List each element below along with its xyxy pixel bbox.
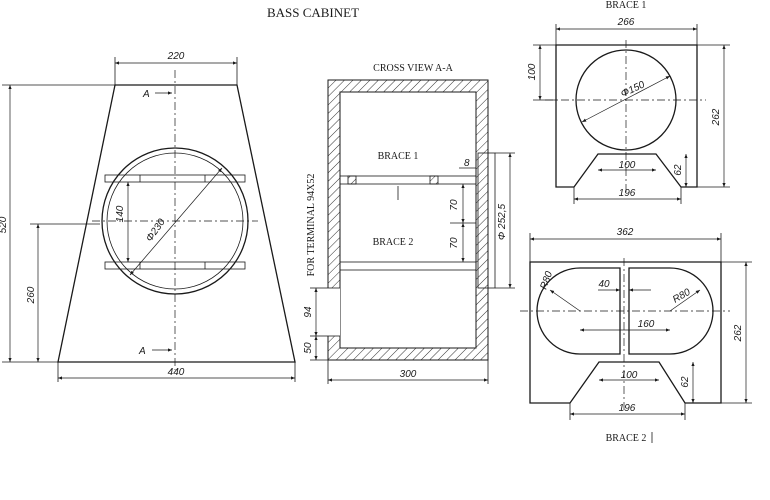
terminal-label: FOR TERMINAL 94X52 [306,174,317,277]
brace-1-slot-height: 62 [673,164,684,176]
cross-d94: 94 [303,306,314,318]
brace-2-radius-left: R80 [538,270,555,291]
front-center-height: 260 [26,286,37,304]
cross-brace-2 [339,261,477,271]
brace-1-title: BRACE 1 [606,0,647,11]
front-bottom-width: 440 [168,367,185,378]
front-brace-spacing: 140 [115,205,126,222]
brace-1-view: BRACE 1 266 100 262 Φ150 100 196 62 [527,0,730,204]
brace-2-right-opening [628,267,714,355]
cross-brace-1-label: BRACE 1 [378,151,419,162]
brace-1-top-gap: 100 [527,63,538,80]
drawing-title: BASS CABINET [267,5,359,20]
cross-width: 300 [400,369,417,380]
brace-1-width: 266 [617,17,635,28]
cross-port-diameter: Φ 252,5 [497,203,508,240]
front-height: 520 [0,216,9,233]
brace-1-height: 262 [711,108,722,126]
front-view: 220 520 260 440 140 Φ230 A [0,51,296,382]
cross-d70b: 70 [449,237,460,249]
cabinet-section-walls [327,79,489,361]
cross-view-title: CROSS VIEW A-A [373,63,453,74]
brace-2-view: 362 262 R80 R80 40 160 100 196 62 BRACE … [520,227,752,444]
brace-2-left-opening [536,267,621,355]
brace-2-slot-bottom: 196 [619,403,636,414]
front-panel-outline [57,84,296,363]
section-marker-top: A [142,89,150,100]
brace-1-outline [555,44,698,188]
section-marker-bottom: A [138,346,146,357]
brace-2-height: 262 [733,324,744,342]
brace-2-slot-top: 100 [621,370,638,381]
brace-2-span: 160 [638,319,655,330]
brace-2-title: BRACE 2 [606,433,647,444]
brace-2-outline [529,261,722,404]
cross-brace-1 [339,175,477,185]
brace-2-gap: 40 [598,279,610,290]
cross-d50: 50 [303,342,314,354]
cross-brace-2-label: BRACE 2 [373,237,414,248]
brace-2-slot-height: 62 [680,376,691,388]
baffle-driver-flange [487,152,496,289]
brace-2-width: 362 [617,227,634,238]
cross-d8: 8 [464,158,470,169]
front-top-width: 220 [167,51,185,62]
cross-view: CROSS VIEW A-A BRACE 1 BRACE 2 8 70 70 Φ… [303,63,515,384]
cross-d70a: 70 [449,199,460,211]
brace-1-slot-top: 100 [619,160,636,171]
brace-1-hole-diameter: Φ150 [619,79,647,100]
brace-1-slot-bottom: 196 [619,188,636,199]
